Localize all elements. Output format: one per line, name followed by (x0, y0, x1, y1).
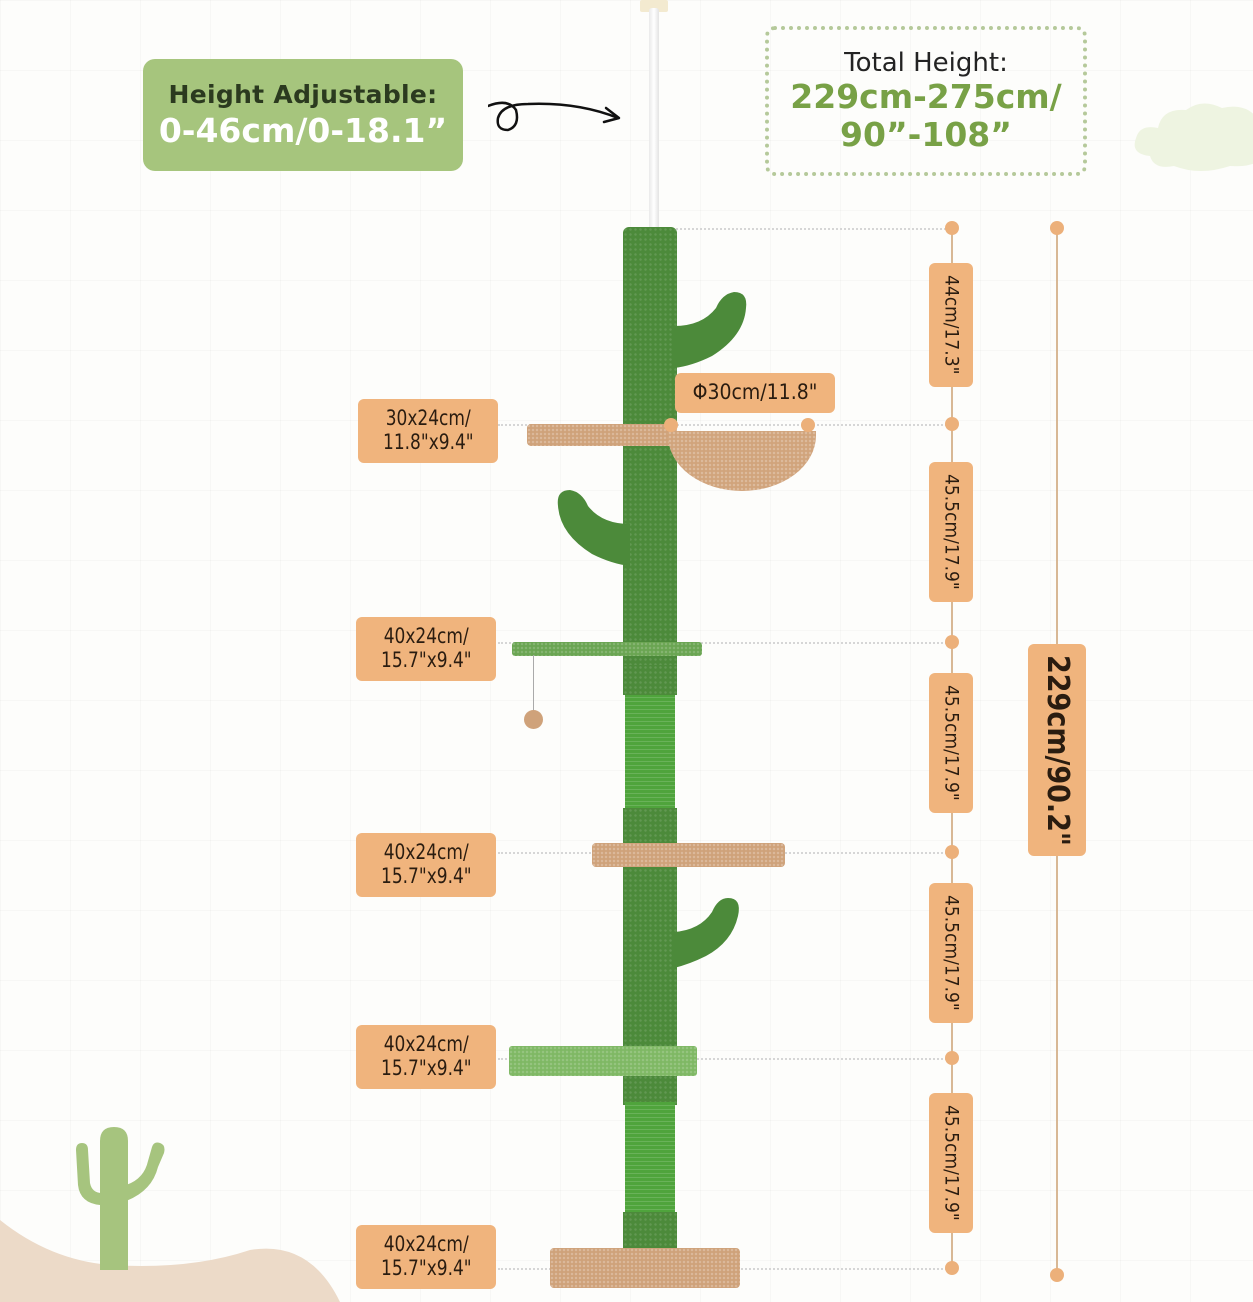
trunk-segment (623, 665, 677, 695)
segment-height-label-1: 44cm/17.3" (929, 263, 973, 387)
platform-label-2: 40x24cm/ 15.7"x9.4" (356, 617, 496, 681)
toy-string (533, 655, 534, 713)
guide-line-2 (498, 642, 950, 644)
cactus-icon (76, 1127, 165, 1270)
segment-dot (945, 1261, 959, 1275)
ground-hill (0, 1220, 340, 1302)
total-height-badge: Total Height: 229cm-275cm/ 90”-108” (765, 26, 1087, 176)
guide-line-1 (498, 424, 950, 426)
trunk-segment (623, 227, 677, 667)
height-adjustable-value: 0-46cm/0-18.1” (158, 111, 448, 150)
segment-height-label-5: 45.5cm/17.9" (929, 1093, 973, 1233)
diameter-dot-left (664, 418, 678, 432)
platform-label-3: 40x24cm/ 15.7"x9.4" (356, 833, 496, 897)
trunk-segment (623, 1075, 677, 1105)
sisal-wrap (625, 695, 675, 810)
basket-hammock (668, 431, 816, 491)
total-dot-bottom (1050, 1268, 1064, 1282)
cactus-arm-upper (674, 292, 747, 368)
segment-dot (945, 417, 959, 431)
adjustable-pole (649, 8, 659, 230)
total-height-value-cm: 229cm-275cm/ (790, 77, 1062, 117)
segment-dot (945, 845, 959, 859)
curly-arrow-icon (488, 101, 621, 132)
ceiling-cap (640, 0, 668, 12)
base-height-label: 229cm/90.2" (1028, 644, 1086, 856)
cactus-arm-middle (557, 490, 630, 566)
platform-2 (512, 642, 702, 656)
guide-line-top (660, 228, 950, 230)
sisal-wrap (625, 1102, 675, 1214)
segment-height-label-4: 45.5cm/17.9" (929, 883, 973, 1023)
cloud-icon (1134, 103, 1253, 171)
segment-height-label-3: 45.5cm/17.9" (929, 673, 973, 813)
total-dot-top (1050, 221, 1064, 235)
height-adjustable-badge: Height Adjustable: 0-46cm/0-18.1” (143, 59, 463, 171)
guide-line-4 (498, 1058, 950, 1060)
basket-diameter-label: Φ30cm/11.8" (675, 373, 835, 413)
platform-label-4: 40x24cm/ 15.7"x9.4" (356, 1025, 496, 1089)
diameter-dot-right (801, 418, 815, 432)
platform-label-5: 40x24cm/ 15.7"x9.4" (356, 1225, 496, 1289)
height-adjustable-title: Height Adjustable: (168, 80, 438, 109)
segment-dot (945, 1051, 959, 1065)
total-height-value-in: 90”-108” (840, 115, 1012, 154)
total-height-title: Total Height: (844, 48, 1008, 79)
platform-label-1: 30x24cm/ 11.8"x9.4" (358, 399, 498, 463)
toy-ball (524, 710, 543, 729)
cactus-arm-lower (674, 898, 739, 968)
segment-dot (945, 221, 959, 235)
platform-4 (509, 1046, 697, 1076)
platform-base (550, 1248, 740, 1288)
platform-3 (592, 843, 785, 867)
platform-top (527, 424, 677, 446)
segment-height-label-2: 45.5cm/17.9" (929, 462, 973, 602)
segment-dot (945, 635, 959, 649)
